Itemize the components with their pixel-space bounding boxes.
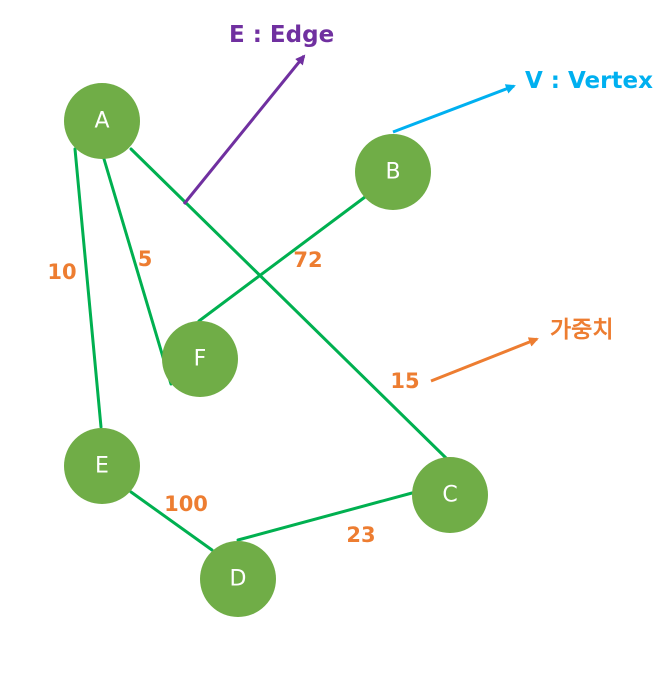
- weight-legend-label: 가중치: [550, 317, 613, 343]
- vertex-circle: [162, 321, 238, 397]
- edges-layer: [73, 147, 448, 552]
- edge-weight-a-f: 5: [138, 247, 153, 271]
- vertex-a: A: [64, 83, 140, 159]
- vertex-c: C: [412, 457, 488, 533]
- vertex-pointer-arrow: [392, 84, 516, 134]
- vertex-label: A: [94, 109, 109, 134]
- vertex-legend-label: V : Vertex: [525, 68, 653, 94]
- edge-weight-b-f: 72: [293, 248, 322, 272]
- edge-e-d: [129, 490, 214, 552]
- vertex-b: B: [355, 134, 431, 210]
- vertex-label: D: [230, 567, 247, 592]
- edge-weight-d-c: 23: [346, 523, 375, 547]
- vertex-label: B: [385, 160, 400, 185]
- edge-d-c: [236, 491, 414, 542]
- edge-a-e: [73, 147, 103, 429]
- vertex-circle: [64, 428, 140, 504]
- vertex-f: F: [162, 321, 238, 397]
- vertex-label: F: [194, 347, 207, 372]
- vertex-e: E: [64, 428, 140, 504]
- edge-weight-e-d: 100: [164, 492, 208, 516]
- nodes-layer: A B F E C D: [64, 83, 488, 617]
- vertex-label: E: [95, 454, 109, 479]
- legend: E : Edge V : Vertex 가중치: [182, 22, 653, 383]
- edge-a-c: [129, 147, 448, 460]
- vertex-label: C: [442, 483, 457, 508]
- edge-weight-a-e: 10: [47, 260, 76, 284]
- vertex-circle: [355, 134, 431, 210]
- edge-b-f: [197, 195, 367, 323]
- vertex-circle: [412, 457, 488, 533]
- edge-legend-label: E : Edge: [229, 22, 334, 48]
- edge-weight-a-c: 15: [390, 369, 419, 393]
- edge-a-f: [102, 157, 173, 386]
- vertex-d: D: [200, 541, 276, 617]
- weight-pointer-arrow: [430, 337, 539, 383]
- edge-pointer-arrow: [182, 54, 306, 205]
- vertex-circle: [64, 83, 140, 159]
- vertex-circle: [200, 541, 276, 617]
- weights-layer: 10 5 15 72 100 23: [47, 247, 419, 547]
